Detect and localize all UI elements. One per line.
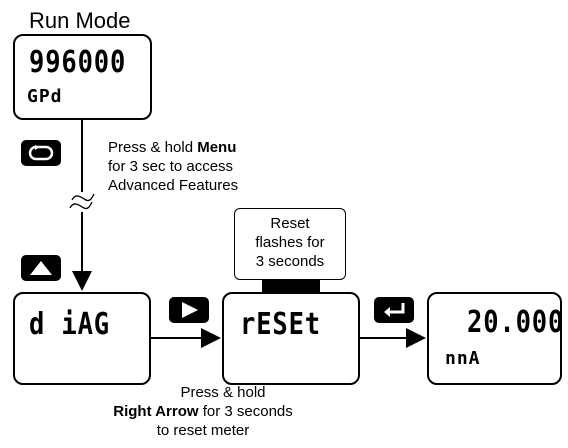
diag-display-value: d iAG <box>29 307 111 342</box>
run-mode-value: 996000 <box>29 45 127 80</box>
max-display-value: 20.000 <box>467 305 565 340</box>
right-arrow-note-line2: for 3 seconds <box>198 403 293 420</box>
reset-flash-callout: Reset flashes for 3 seconds <box>234 208 346 280</box>
enter-key-icon[interactable] <box>374 297 414 323</box>
max-display-units: nnA <box>445 348 481 369</box>
menu-note-line1: Press & hold <box>108 139 198 156</box>
right-arrow-key-icon[interactable] <box>169 297 209 323</box>
menu-instruction: Press & hold Menu for 3 sec to access Ad… <box>108 138 238 195</box>
reset-display-value: rESEt <box>240 307 322 342</box>
reset-flash-line1: Reset <box>270 215 310 232</box>
menu-note-line2: for 3 sec to access <box>108 158 234 175</box>
max-display: 20.000 nnA <box>427 292 565 385</box>
run-mode-display: 996000 GPd <box>13 34 152 120</box>
right-arrow-note-bold: Right Arrow <box>113 403 199 420</box>
up-arrow-key-icon[interactable] <box>21 255 61 281</box>
right-arrow-note-line1: Press & hold <box>180 384 266 401</box>
menu-note-line3: Advanced Features <box>108 177 239 194</box>
menu-key-icon[interactable] <box>21 140 61 166</box>
break-symbol <box>71 193 95 202</box>
reset-flash-connector <box>262 280 320 292</box>
run-mode-units: GPd <box>27 86 63 107</box>
reset-display: rESEt <box>222 292 360 385</box>
diag-display: d iAG <box>13 292 151 385</box>
right-arrow-instruction: Press & hold Right Arrow for 3 seconds t… <box>58 383 348 440</box>
reset-flash-line3: 3 seconds <box>255 253 325 270</box>
reset-flash-line2: flashes for <box>255 234 325 251</box>
run-mode-title: Run Mode <box>29 8 131 33</box>
menu-note-bold: Menu <box>197 139 237 156</box>
break-symbol-2 <box>69 201 93 210</box>
right-arrow-note-line3: to reset meter <box>156 422 250 439</box>
